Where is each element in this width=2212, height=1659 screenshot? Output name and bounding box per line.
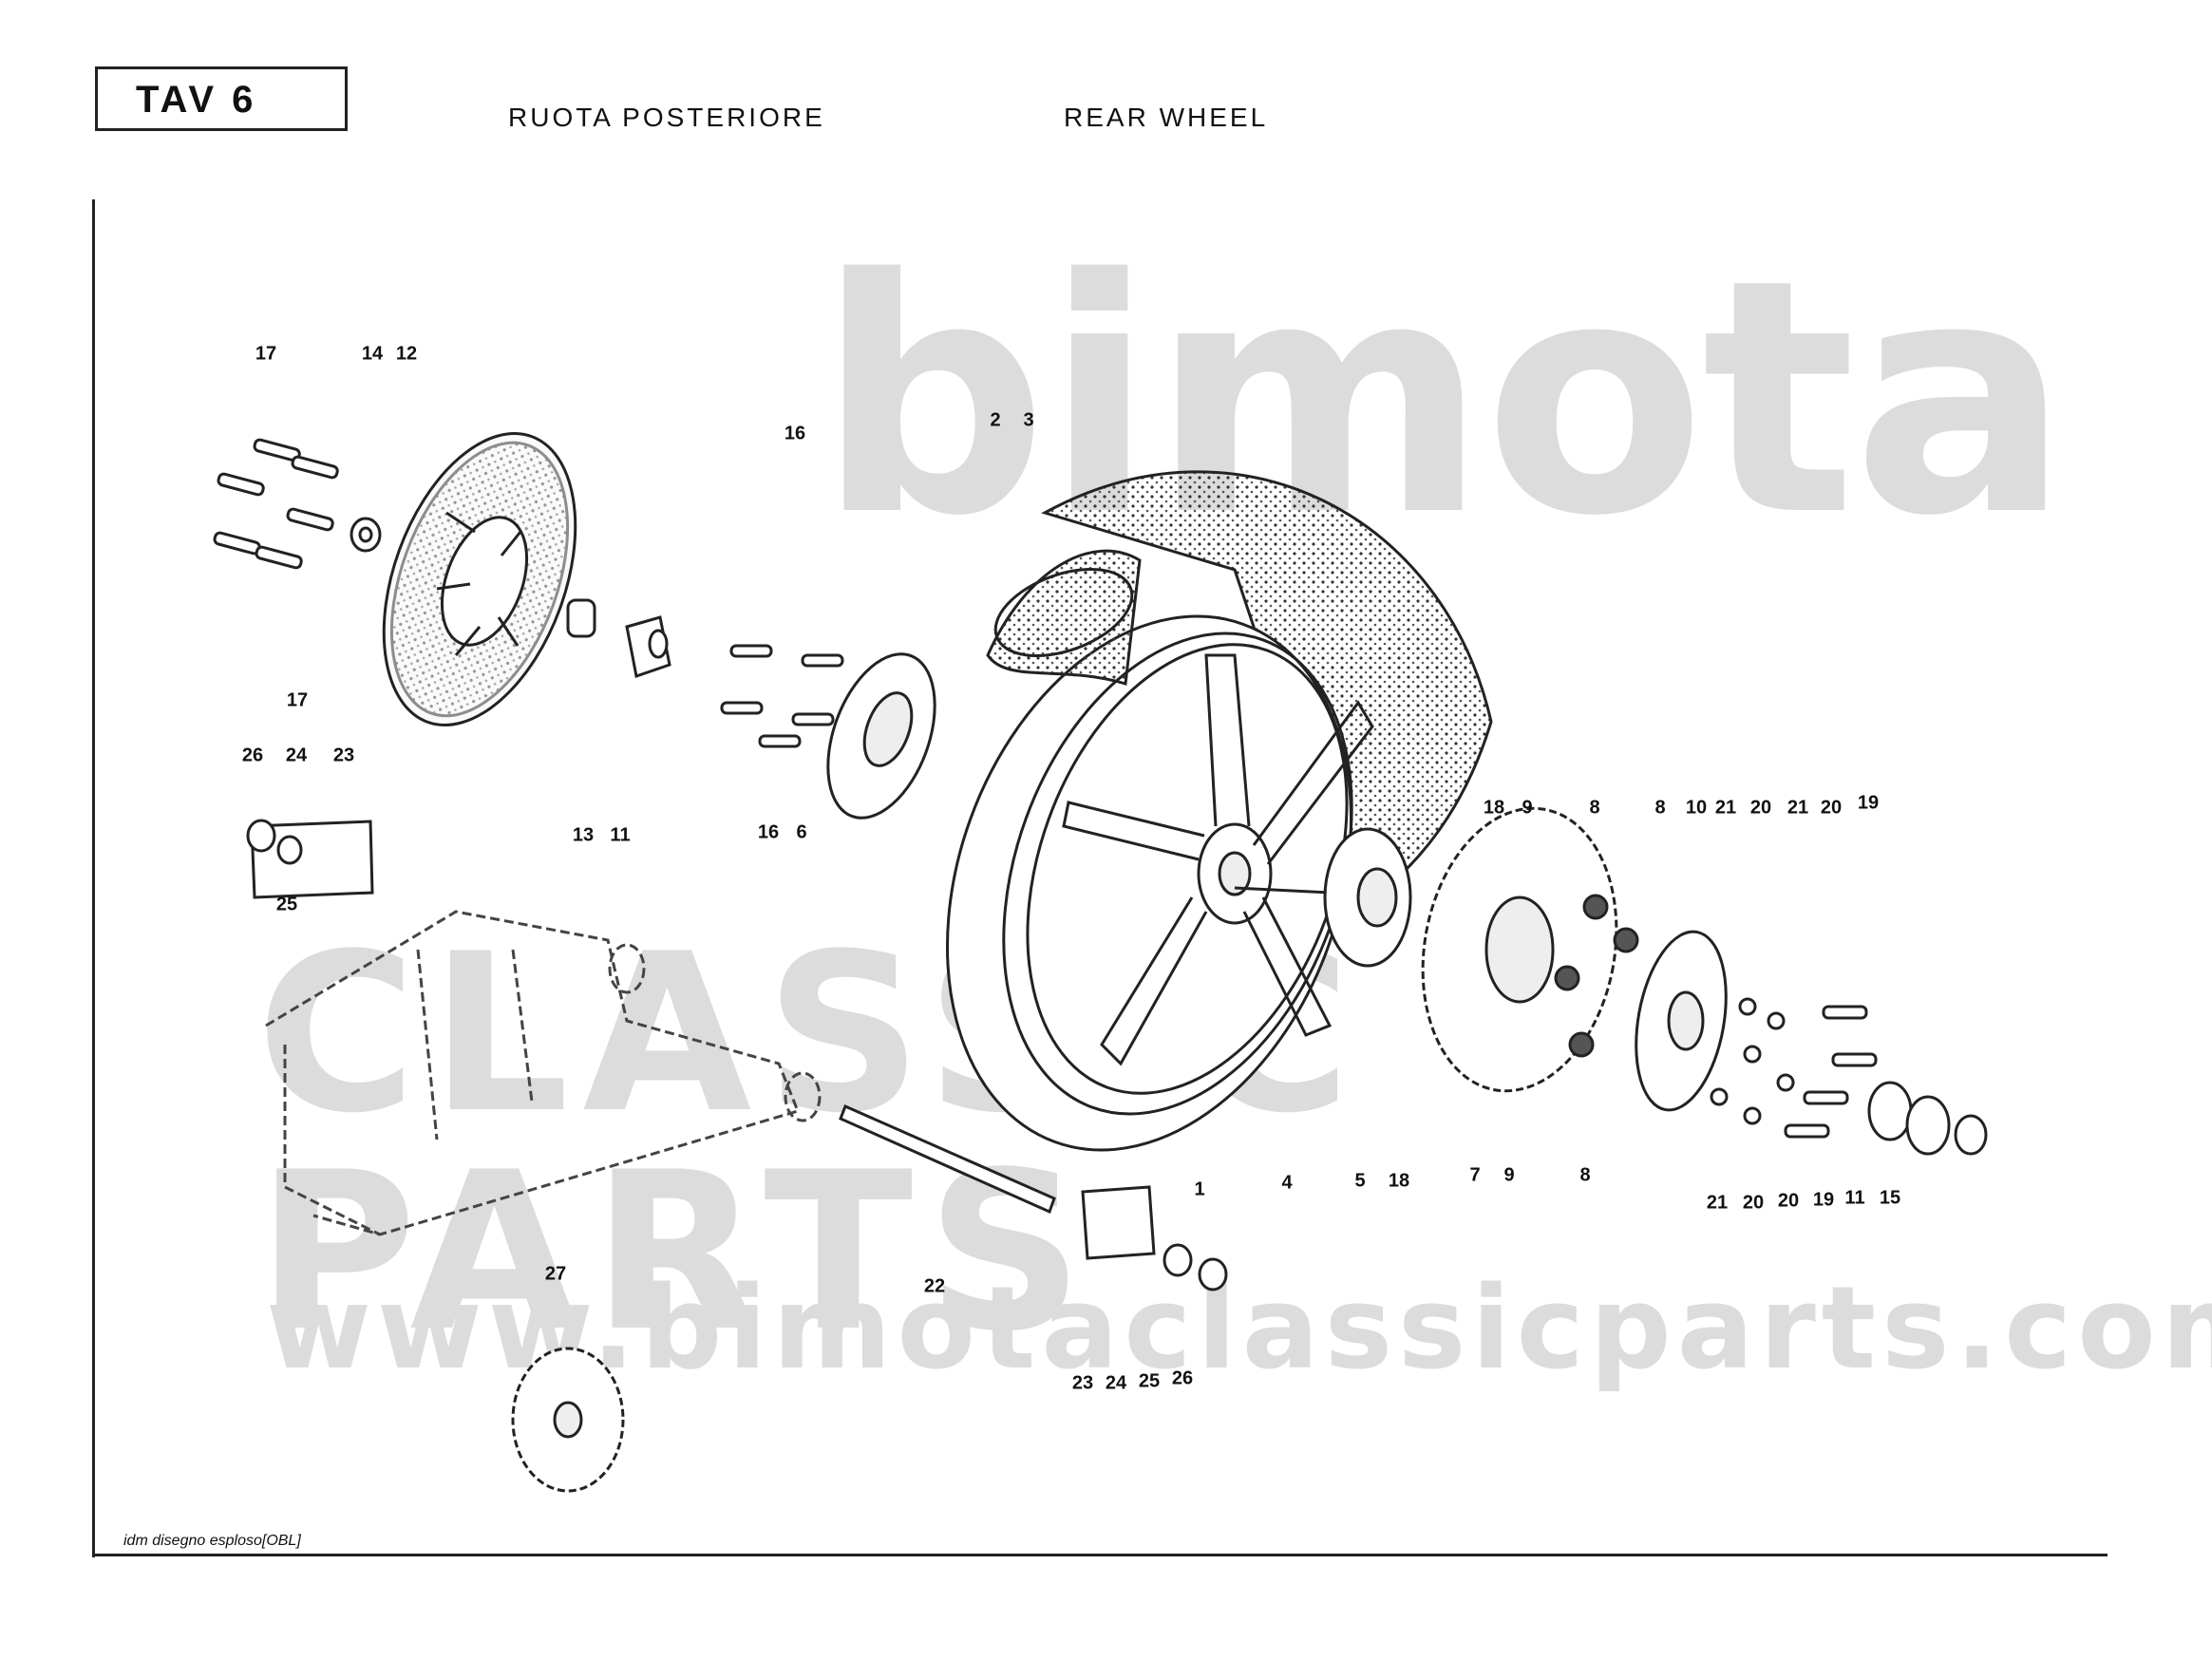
frame-left-border xyxy=(92,199,95,1557)
part-label: 26 xyxy=(1171,1367,1194,1389)
frame-bottom-border xyxy=(92,1554,2108,1556)
hub-4-5 xyxy=(1234,827,1412,968)
disc-bolts xyxy=(213,438,339,570)
cover-plate-10 xyxy=(1635,930,1728,1112)
part-label: 23 xyxy=(1071,1372,1094,1394)
rear-wheel-rim xyxy=(945,614,1374,1152)
part-label: 20 xyxy=(1749,797,1772,819)
sprocket-7 xyxy=(1421,806,1618,1093)
part-label: 27 xyxy=(544,1263,567,1285)
adjuster-23-24-25-26 xyxy=(246,819,1228,1291)
flange-6 xyxy=(826,652,936,820)
part-label: 16 xyxy=(784,423,806,444)
part-label: 2 xyxy=(990,409,1001,431)
part-label: 22 xyxy=(923,1275,946,1297)
part-label: 10 xyxy=(1685,797,1708,819)
part-label: 11 xyxy=(1844,1187,1865,1209)
part-label: 23 xyxy=(332,745,355,766)
part-label: 7 xyxy=(1469,1164,1481,1186)
part-label: 24 xyxy=(1105,1372,1127,1394)
part-label: 18 xyxy=(1483,797,1505,819)
bushings-13-11 xyxy=(566,598,671,678)
wheel-spindle-22 xyxy=(839,1103,1056,1215)
flange-bolts-16 xyxy=(720,644,844,748)
part-label: 17 xyxy=(286,689,309,711)
disc-spacer-14 xyxy=(350,517,382,553)
front-sprocket-27 xyxy=(511,1347,625,1493)
table-number: TAV 6 xyxy=(136,79,257,121)
part-label: 21 xyxy=(1787,797,1809,819)
part-label: 11 xyxy=(610,824,631,846)
title-english: REAR WHEEL xyxy=(1064,103,1269,132)
cush-drive-8 xyxy=(1554,894,1639,1058)
part-label: 19 xyxy=(1857,792,1880,814)
part-label: 14 xyxy=(361,343,384,365)
table-number-box: TAV 6 xyxy=(95,66,348,131)
part-label: 8 xyxy=(1654,797,1666,819)
part-label: 21 xyxy=(1706,1192,1729,1214)
inner-tube-2-3 xyxy=(986,549,1142,686)
part-label: 21 xyxy=(1714,797,1737,819)
part-label: 16 xyxy=(757,821,780,843)
part-label: 6 xyxy=(796,821,807,843)
nuts-bolts-19-20-21 xyxy=(1710,997,1878,1139)
part-label: 25 xyxy=(275,894,298,915)
brake-disc xyxy=(382,432,577,726)
part-label: 9 xyxy=(1503,1164,1515,1186)
part-label: 25 xyxy=(1138,1370,1161,1392)
part-label: 1 xyxy=(1194,1178,1205,1200)
part-label: 18 xyxy=(1388,1170,1410,1192)
bearing-spacer-11-15 xyxy=(1867,1081,1988,1156)
part-label: 20 xyxy=(1742,1192,1765,1214)
part-label: 5 xyxy=(1354,1170,1366,1192)
drawing-credit: idm disegno esploso[OBL] xyxy=(123,1533,301,1549)
watermark-brand: bimota xyxy=(817,211,2070,587)
part-label: 9 xyxy=(1522,797,1533,819)
swingarm xyxy=(265,910,822,1236)
part-label: 17 xyxy=(255,343,277,365)
title-italian: RUOTA POSTERIORE xyxy=(508,103,825,132)
part-label: 20 xyxy=(1777,1190,1800,1212)
part-label: 13 xyxy=(572,824,595,846)
part-label: 26 xyxy=(241,745,264,766)
part-label: 4 xyxy=(1281,1172,1293,1194)
part-label: 8 xyxy=(1589,797,1600,819)
part-label: 15 xyxy=(1879,1187,1901,1209)
part-label: 19 xyxy=(1812,1189,1835,1211)
part-label: 3 xyxy=(1023,409,1034,431)
part-label: 20 xyxy=(1820,797,1843,819)
part-label: 12 xyxy=(395,343,418,365)
part-label: 8 xyxy=(1579,1164,1591,1186)
part-label: 24 xyxy=(285,745,308,766)
